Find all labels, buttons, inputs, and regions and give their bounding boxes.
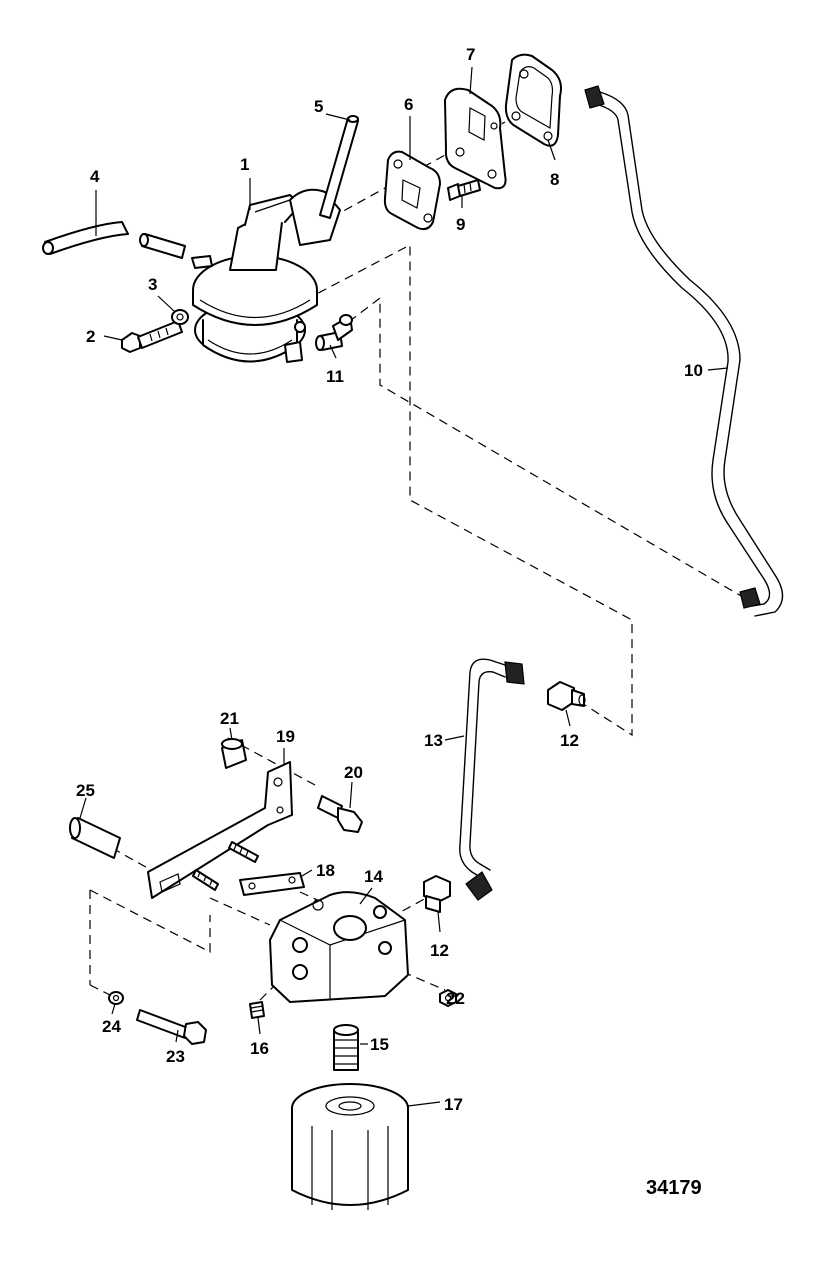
elbow-fitting-part-11 xyxy=(315,314,353,351)
callout-25: 25 xyxy=(76,781,95,800)
callout-23: 23 xyxy=(166,1047,185,1066)
bolt-part-9 xyxy=(447,179,481,201)
callout-12a: 12 xyxy=(560,731,579,750)
callout-12b: 12 xyxy=(430,941,449,960)
fuel-line-part-10 xyxy=(584,85,784,617)
stud-parts xyxy=(192,841,259,891)
callout-4: 4 xyxy=(90,167,100,186)
gasket-part-6 xyxy=(383,150,441,231)
hose-part-4 xyxy=(42,221,186,259)
callout-10: 10 xyxy=(684,361,703,380)
fuel-line-part-13 xyxy=(459,658,525,901)
fuel-filter-part-17 xyxy=(291,1083,409,1210)
fuel-pump-part xyxy=(191,188,341,363)
filter-head-part-14 xyxy=(269,891,409,1003)
spacer-part-25 xyxy=(69,817,121,859)
screw-part-2 xyxy=(121,320,183,353)
gasket-part-8 xyxy=(504,53,562,147)
connector-part-12a xyxy=(547,681,586,711)
callout-6: 6 xyxy=(404,95,413,114)
bolt-part-23 xyxy=(136,1009,207,1045)
washer-part-24 xyxy=(108,991,124,1005)
callout-19: 19 xyxy=(276,727,295,746)
leader-lines xyxy=(79,66,729,1107)
mounting-bracket-part-19 xyxy=(147,761,293,899)
bolt-part-20 xyxy=(317,795,363,833)
callout-3: 3 xyxy=(148,275,157,294)
spacer-part-21 xyxy=(221,738,247,769)
threaded-nipple-part-15 xyxy=(333,1024,359,1071)
washer-part-3 xyxy=(171,309,189,325)
callout-2: 2 xyxy=(86,327,95,346)
callout-14: 14 xyxy=(364,867,383,886)
callout-7: 7 xyxy=(466,45,475,64)
callout-15: 15 xyxy=(370,1035,389,1054)
callout-13: 13 xyxy=(424,731,443,750)
plug-part-16 xyxy=(249,1001,265,1019)
callout-17: 17 xyxy=(444,1095,463,1114)
callout-16: 16 xyxy=(250,1039,269,1058)
callout-11: 11 xyxy=(326,367,344,386)
callout-18: 18 xyxy=(316,861,335,880)
callout-9: 9 xyxy=(456,215,465,234)
callout-5: 5 xyxy=(314,97,323,116)
figure-id: 34179 xyxy=(646,1177,702,1199)
mounting-plate-part-7 xyxy=(444,87,507,190)
callout-20: 20 xyxy=(344,763,363,782)
tube-part-5 xyxy=(319,115,359,219)
callout-8: 8 xyxy=(550,170,559,189)
callout-1: 1 xyxy=(240,155,249,174)
callout-24: 24 xyxy=(102,1017,121,1036)
callout-labels: 1 2 3 4 5 6 7 8 9 10 11 12 12 13 14 15 1… xyxy=(76,45,703,1114)
callout-22: 22 xyxy=(446,989,465,1008)
bracket-strip-part-18 xyxy=(239,872,305,896)
callout-21: 21 xyxy=(220,709,239,728)
connector-part-12b xyxy=(423,875,451,913)
